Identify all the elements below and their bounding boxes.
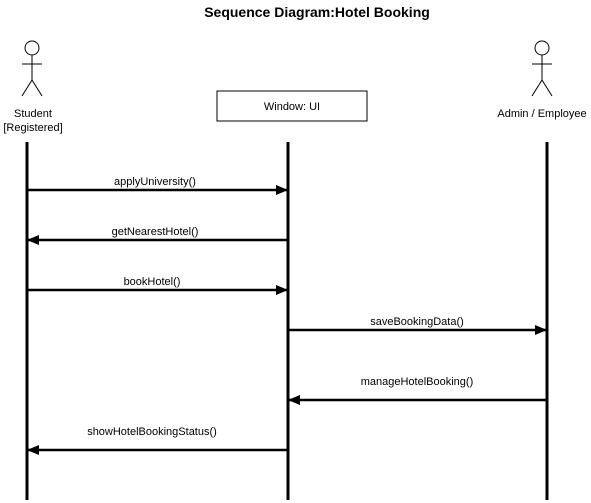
message-apply-university: applyUniversity() — [27, 176, 288, 195]
message-label: showHotelBookingStatus() — [87, 426, 217, 438]
message-save-booking-data: saveBookingData() — [288, 316, 547, 335]
actor-student-label: Student — [14, 108, 52, 120]
message-label: applyUniversity() — [114, 176, 196, 188]
participant-ui: Window: UI — [216, 90, 368, 122]
participant-ui-label: Window: UI — [264, 101, 320, 113]
message-show-hotel-booking-status: showHotelBookingStatus() — [27, 426, 288, 455]
participant-ui-box — [216, 90, 368, 122]
diagram-title: Sequence Diagram:Hotel Booking — [204, 4, 430, 20]
message-label: saveBookingData() — [370, 316, 464, 328]
message-manage-hotel-booking: manageHotelBooking() — [288, 376, 547, 405]
message-book-hotel: bookHotel() — [27, 276, 288, 295]
actor-student: Student [Registered] — [3, 40, 63, 134]
message-get-nearest-hotel: getNearestHotel() — [27, 226, 288, 245]
message-label: manageHotelBooking() — [361, 376, 474, 388]
stick-figure-icon — [21, 40, 43, 97]
actor-admin: Admin / Employee — [497, 40, 587, 120]
message-label: bookHotel() — [124, 276, 181, 288]
stick-figure-icon — [531, 40, 553, 97]
actor-admin-label: Admin / Employee — [497, 108, 586, 120]
actor-student-sublabel: [Registered] — [3, 122, 62, 134]
message-label: getNearestHotel() — [112, 226, 199, 238]
